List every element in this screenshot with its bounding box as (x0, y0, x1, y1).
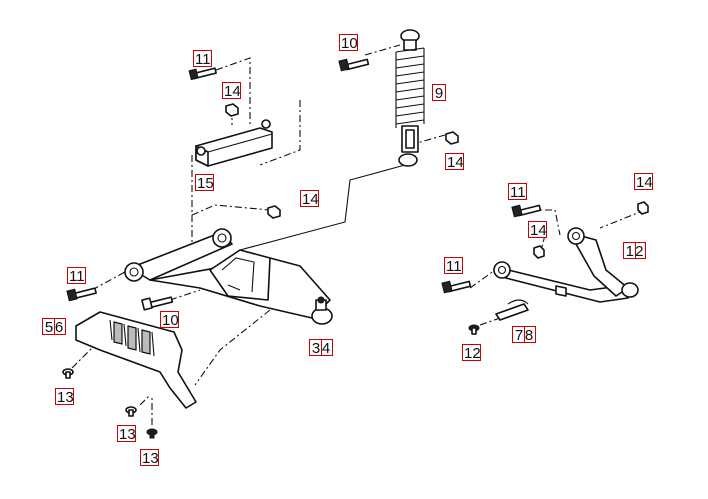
nut-14-mid (267, 205, 281, 219)
callout-divider (54, 319, 55, 334)
callout-4: 4 (321, 340, 331, 357)
callout-divider (524, 327, 525, 342)
screw-13-b (125, 406, 137, 417)
shock-absorber (395, 29, 425, 167)
callout-12-arm-digit-2: 2 (635, 243, 644, 260)
callout-13-c: 13 (140, 449, 159, 467)
screw-13-c (146, 428, 158, 439)
callout-5: 5 (44, 319, 54, 336)
callout-3: 3 (311, 340, 321, 357)
nut-14-bracket (225, 103, 239, 117)
callout-14-shock: 14 (445, 153, 464, 171)
bolt-11-right-top (511, 204, 542, 218)
bolt-11-right-lower (441, 280, 472, 294)
screw-13-a (62, 368, 74, 379)
nut-14-shock (445, 131, 459, 145)
bracket-15 (195, 119, 273, 167)
screw-12 (468, 324, 480, 335)
callout-14-right-a: 14 (528, 221, 547, 239)
callout-9: 9 (432, 84, 446, 102)
bolt-11-left (66, 287, 97, 302)
bolt-10-lower (141, 296, 174, 311)
callout-8: 8 (524, 327, 534, 344)
callout-12-screw: 12 (462, 344, 481, 362)
callout-13-a: 13 (55, 388, 74, 406)
bolt-10-top (338, 58, 370, 72)
callout-12-arm-digit-1: 1 (625, 243, 634, 260)
callout-13-b: 13 (117, 425, 136, 443)
skid-plate (75, 311, 197, 409)
spring-coils (395, 47, 425, 128)
callout-11-right-top: 11 (508, 183, 527, 201)
callout-11-top: 11 (193, 50, 212, 68)
callout-14-bracket: 14 (222, 82, 241, 100)
callout-14-mid: 14 (300, 190, 319, 208)
nut-14-right-b (637, 201, 649, 215)
upper-a-arm (493, 227, 639, 303)
nut-14-right-a (533, 245, 545, 259)
callout-11-right-lower: 11 (444, 257, 463, 275)
callout-7: 7 (514, 327, 524, 344)
callout-14-right-b: 14 (634, 173, 653, 191)
callout-10-lower: 10 (160, 311, 179, 329)
callout-10-top: 10 (339, 34, 358, 52)
lower-a-arm (124, 228, 333, 325)
bolt-11-top (188, 67, 217, 81)
callout-12-arm: 12 (623, 242, 646, 260)
callout-15: 15 (195, 174, 214, 192)
clip-7-8 (495, 299, 529, 321)
callout-11-left: 11 (67, 267, 86, 285)
callout-6: 6 (54, 319, 64, 336)
callout-divider (634, 243, 636, 258)
callout-divider (321, 340, 322, 355)
